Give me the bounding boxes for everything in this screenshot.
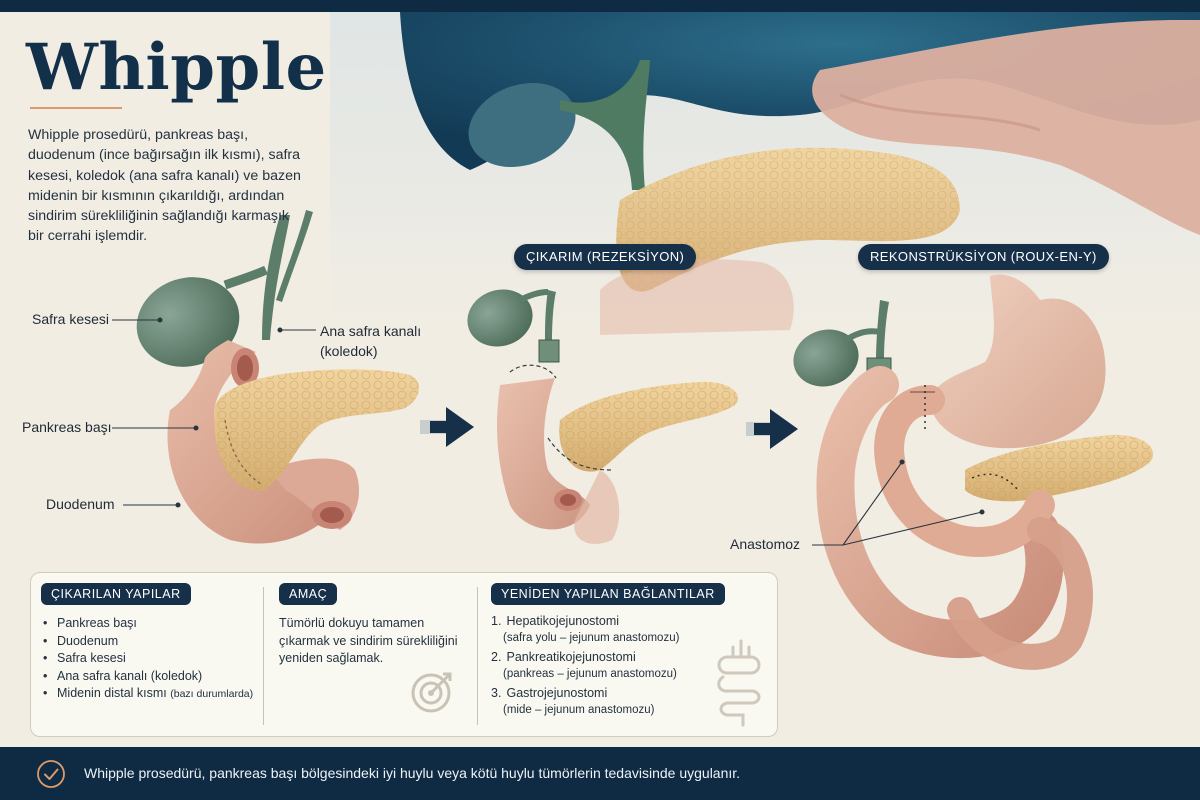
step-detail: (safra yolu – jejunum anastomozu) bbox=[503, 631, 680, 644]
list-item: Safra kesesi bbox=[41, 650, 271, 668]
list-item: 3. Gastrojejunostomi (mide – jejunum anas… bbox=[491, 685, 771, 718]
list-item: 1. Hepatikojejunostomi (safra yolu – jeju… bbox=[491, 613, 771, 646]
column-divider bbox=[263, 587, 264, 725]
list-item: Duodenum bbox=[41, 633, 271, 651]
connections-section: YENİDEN YAPILAN BAĞLANTILAR 1. Hepatikoj… bbox=[491, 583, 771, 728]
page-title: Whipple bbox=[26, 30, 327, 105]
arrow-right-icon bbox=[746, 409, 798, 449]
list-item-text: Midenin distal kısmı bbox=[57, 686, 167, 701]
step-name: Gastrojejunostomi bbox=[506, 686, 608, 700]
connections-heading: YENİDEN YAPILAN BAĞLANTILAR bbox=[491, 583, 725, 605]
list-item-note: (bazı durumlarda) bbox=[170, 688, 254, 701]
intestine-icon bbox=[717, 639, 761, 727]
leader-lines-anastomosis bbox=[812, 459, 985, 546]
removed-list: Pankreas başı Duodenum Safra kesesi Ana … bbox=[41, 615, 271, 704]
title-underline bbox=[30, 107, 122, 109]
step-number: 3. bbox=[491, 686, 502, 700]
label-anastomosis: Anastomoz bbox=[730, 536, 801, 552]
step-number: 1. bbox=[491, 614, 502, 628]
anatomy-resection bbox=[467, 289, 739, 544]
goal-section: AMAÇ Tümörlü dokuyu tamamen çıkarmak ve … bbox=[279, 583, 479, 728]
anatomy-reconstruction bbox=[793, 274, 1154, 670]
label-bile-duct-line1: Ana safra kanalı bbox=[320, 323, 422, 339]
footer-bar: Whipple prosedürü, pankreas başı bölgesi… bbox=[0, 747, 1200, 800]
goal-heading: AMAÇ bbox=[279, 583, 338, 605]
list-item: Ana safra kanalı (koledok) bbox=[41, 668, 271, 686]
list-item: Pankreas başı bbox=[41, 615, 271, 633]
leader-lines-normal bbox=[112, 317, 316, 508]
connections-list: 1. Hepatikojejunostomi (safra yolu – jeju… bbox=[491, 613, 771, 718]
stage-reconstruction-badge: REKONSTRÜKSİYON (ROUX-EN-Y) bbox=[858, 244, 1109, 270]
removed-structures: ÇIKARILAN YAPILAR Pankreas başı Duodenum… bbox=[41, 583, 271, 728]
step-detail: (mide – jejunum anastomozu) bbox=[503, 703, 655, 716]
list-item: 2. Pankreatikojejunostomi (pankreas – jej… bbox=[491, 649, 771, 682]
label-bile-duct-line2: (koledok) bbox=[320, 343, 378, 359]
step-name: Hepatikojejunostomi bbox=[506, 614, 620, 628]
step-detail: (pankreas – jejunum anastomozu) bbox=[503, 667, 677, 680]
footer-text: Whipple prosedürü, pankreas başı bölgesi… bbox=[84, 765, 741, 781]
step-number: 2. bbox=[491, 650, 502, 664]
list-item: Midenin distal kısmı (bazı durumlarda) bbox=[41, 685, 271, 704]
intro-text: Whipple prosedürü, pankreas başı, duoden… bbox=[28, 127, 301, 245]
arrow-right-icon bbox=[420, 407, 474, 447]
anatomy-normal bbox=[136, 210, 420, 544]
removed-heading: ÇIKARILAN YAPILAR bbox=[41, 583, 191, 605]
label-duodenum: Duodenum bbox=[46, 496, 115, 512]
goal-text: Tümörlü dokuyu tamamen çıkarmak ve sindi… bbox=[279, 616, 458, 666]
column-divider bbox=[477, 587, 478, 725]
step-name: Pankreatikojejunostomi bbox=[506, 650, 636, 664]
info-panel: ÇIKARILAN YAPILAR Pankreas başı Duodenum… bbox=[30, 572, 778, 737]
top-rule bbox=[0, 0, 1200, 12]
check-circle-icon bbox=[37, 760, 65, 788]
label-gallbladder: Safra kesesi bbox=[32, 311, 110, 327]
stage-resection-badge: ÇIKARIM (REZEKSİYON) bbox=[514, 244, 697, 270]
label-bile-duct: Ana safra kanalı (koledok) bbox=[320, 321, 421, 361]
label-pancreas-head: Pankreas başı bbox=[22, 419, 112, 435]
target-icon bbox=[411, 672, 452, 713]
